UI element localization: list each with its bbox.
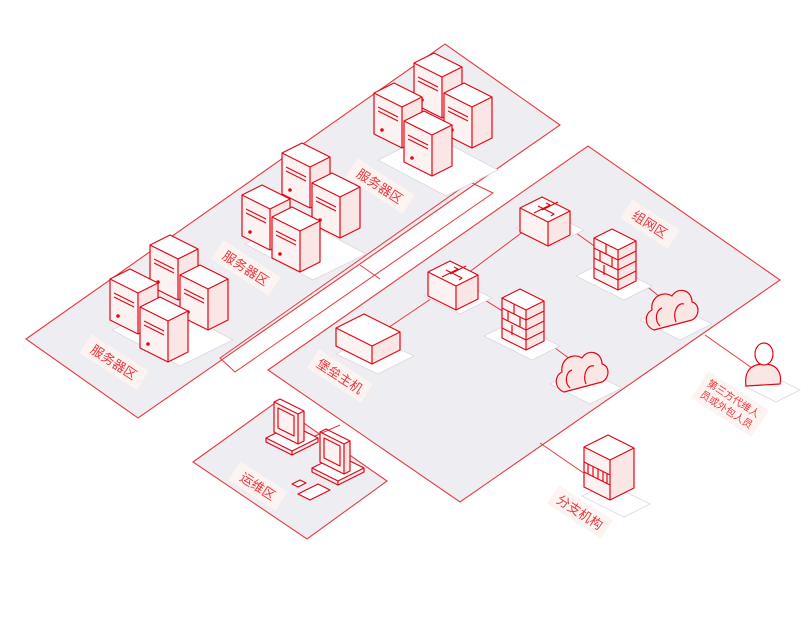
firewall-icon <box>501 288 545 351</box>
link-net-branch <box>539 442 589 477</box>
link-net-thirdparty <box>704 334 753 369</box>
server-tower-icon <box>271 206 321 273</box>
link-rail-outer <box>219 181 494 373</box>
keyboard-icon <box>297 483 331 501</box>
server-cluster-bottom <box>109 234 234 367</box>
ops-zone-panel <box>192 402 388 540</box>
person-icon <box>745 342 782 387</box>
label-ops-zone: 运维区 <box>228 461 288 511</box>
server-tower-icon <box>403 110 453 177</box>
server-cluster-top <box>373 52 499 197</box>
firewall-icon <box>593 228 637 291</box>
branch-building-icon <box>583 434 635 501</box>
mouse-icon <box>291 479 307 488</box>
link-rail-inner <box>359 264 381 280</box>
server-cluster-middle <box>241 142 367 281</box>
server-tower-icon <box>139 296 189 363</box>
